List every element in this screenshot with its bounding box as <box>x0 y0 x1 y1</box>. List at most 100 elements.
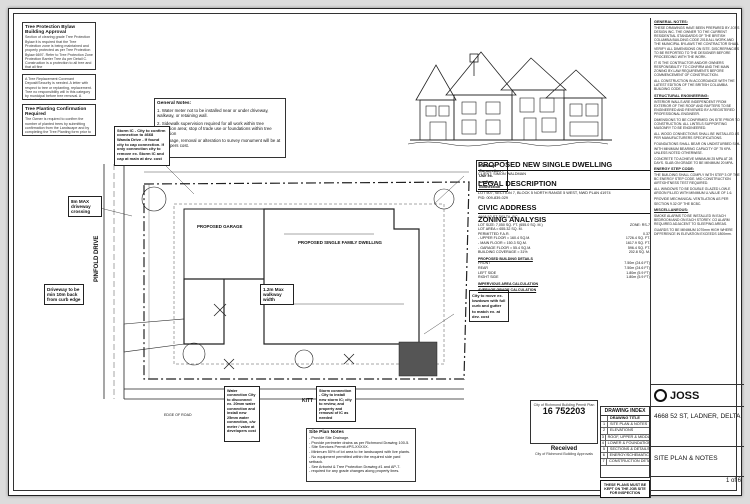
general-note-1: 1. Water meter not to be installed near … <box>157 108 269 119</box>
tree-replant-body: A Tree Replacement Covenant Deposit/Secu… <box>25 77 92 99</box>
stamp-header: City of Richmond Building Permit Plan <box>533 403 595 407</box>
pinfold-drive-label: PINFOLD DRIVE <box>94 235 100 282</box>
proposed-dwelling-label: PROPOSED SINGLE FAMILY DWELLING <box>298 240 382 245</box>
zoning-row-value: 1726.4 SQ. FT. <box>625 236 650 241</box>
site-note-line: - required for any grade changes along p… <box>309 469 400 474</box>
water-connection-callout: Water connection City to disconnect ex. … <box>224 386 260 442</box>
tree-protection-body: Section of clearing grade Tree Protectio… <box>25 35 93 70</box>
right-note-paragraph: DIMENSIONS TO BE CONFIRMED ON SITE PRIOR… <box>654 117 740 131</box>
right-note-paragraph: GUARDS TO BE MINIMUM 1070mm HIGH WHERE D… <box>654 228 733 237</box>
index-title: SITE PLAN & NOTES <box>610 422 648 427</box>
project-client: CLIENT: SIMON WALDMAN <box>478 172 526 176</box>
general-note-3: 3. Damage, removal or alteration to surv… <box>157 138 281 149</box>
permit-keep-note: THESE PLANS MUST BE KEPT ON THE JOB SITE… <box>600 480 650 498</box>
index-number: 3 <box>601 434 606 440</box>
impervious-area-title: IMPERVIOUS AREA CALCULATION <box>478 281 539 286</box>
index-title: LOWER & FOUNDATION FLOOR PLAN <box>607 440 649 445</box>
drawing-sheet: Tree Protection Bylaw Building Approval … <box>8 8 744 498</box>
building-row-value: 1.80m (5.9 FT) <box>626 270 650 275</box>
legal-description-title: LEGAL DESCRIPTION <box>478 179 650 191</box>
drawing-index-title: DRAWING INDEX <box>601 407 649 416</box>
sanitary-callout: Sanitary Connection - Use ex. sanitary c… <box>476 160 508 193</box>
house-elevation-drawing <box>407 51 612 147</box>
storm-ic-callout: Storm IC - City to confirm connection to… <box>114 126 170 166</box>
logo-circle-icon <box>654 389 667 402</box>
right-note-paragraph: SMOKE ALARMS TO BE INSTALLED IN EACH BED… <box>654 213 730 226</box>
index-title: ELEVATIONS <box>610 428 634 433</box>
general-notes-box: General Notes: 1. Water meter not to be … <box>154 98 286 158</box>
edge-of-road-label: EDGE OF ROAD <box>164 413 192 417</box>
legal-description-body: LOT 507, SECTION 7, BLOCK 5 NORTH RANGE … <box>478 191 611 196</box>
right-note-paragraph: INTERIOR WALLS ARE INDEPENDENT FROM EXTE… <box>654 99 735 116</box>
site-note-line: - See Arborist & Tree Protection Drawing… <box>309 464 401 469</box>
right-note-paragraph: ALL CONSTRUCTION IN ACCORDANCE WITH THE … <box>654 79 735 92</box>
sheet-number: 1 of 6 <box>725 478 741 484</box>
building-row-key: FRONT <box>478 261 491 266</box>
right-notes-column: GENERAL NOTES: THESE DRAWINGS HAVE BEEN … <box>650 18 744 384</box>
zoning-row-key: BUILDING COVERAGE = 31% <box>478 250 528 255</box>
site-note-line: - Site Services Permit #PS-XXXXX. <box>309 445 369 450</box>
zoning-row-value: 0.37 <box>643 231 650 236</box>
stamp-number: 16 752203 <box>542 406 586 417</box>
right-note-paragraph: IT IS THE CONTRACTOR AND/OR OWNERS RESPO… <box>654 60 730 78</box>
site-plan-drawing <box>91 163 470 400</box>
kitt-label: KITT <box>302 398 314 404</box>
building-row-value: 7.50m (24.6 FT) <box>624 261 650 266</box>
zoning-code: ZONE: RS-7 <box>629 222 650 227</box>
misc-notes-heading: MISCELLANEOUS: <box>654 207 689 212</box>
structural-notes-heading: STRUCTURAL ENGINEERING: <box>654 93 709 98</box>
project-info-block: PROPOSED NEW SINGLE DWELLING CLIENT: SIM… <box>478 160 650 223</box>
general-note-2: 2. Sidewalk supervision required for all… <box>157 120 272 136</box>
zoning-row-key: - MAIN FLOOR = 150.3 SQ.M. <box>478 240 527 245</box>
project-title: PROPOSED NEW SINGLE DWELLING <box>478 160 650 171</box>
zoning-row-value: 596.4 SQ. FT. <box>627 245 650 250</box>
zoning-row-key: - GARAGE FLOOR = 55.4 SQ.M. <box>478 245 532 250</box>
title-block: JOSS 4668 52 ST, LADNER, DELTA SITE PLAN… <box>650 384 744 498</box>
right-note-paragraph: FOUNDATIONS SHALL BEAR ON UNDISTURBED SO… <box>654 142 741 155</box>
tree-planting-title: Tree Planting Confirmation Required <box>25 107 87 118</box>
right-note-paragraph: ALL WOOD CONNECTIONS SHALL BE INSTALLED … <box>654 132 740 141</box>
index-header-label: DRAWING TITLE <box>610 416 640 420</box>
right-note-paragraph: THE BUILDING SHALL COMPLY WITH STEP 3 OF… <box>654 173 740 186</box>
right-note-paragraph: THESE DRAWINGS HAVE BEEN PREPARED BY JOS… <box>654 26 740 59</box>
driveway-flare-callout: Driveway to be min 10m back from curb ed… <box>44 284 84 306</box>
index-number: 5 <box>601 447 608 453</box>
project-address: 4668 52 ST, LADNER, DELTA <box>651 407 744 447</box>
index-title: CONSTRUCTION DETAILS <box>609 459 649 464</box>
civic-address-title: CIVIC ADDRESS <box>478 203 650 215</box>
sheet-title: SITE PLAN & NOTES <box>651 447 744 477</box>
received-stamp: Received City of Richmond Building Appro… <box>530 446 598 456</box>
site-note-line: - Provide perimeter drains as per Richmo… <box>309 440 410 445</box>
drawing-index-header: DRAWING TITLE <box>601 416 649 423</box>
site-note-line: - Provide Site Drainage. <box>309 435 350 440</box>
zoning-row-key: - UPPER FLOOR = 160.4 SQ.M. <box>478 236 531 241</box>
tree-planting-note: Tree Planting Confirmation Required The … <box>22 104 96 136</box>
average-grade-title: AVERAGE GRADE CALCULATION <box>478 288 537 293</box>
site-note-line: - No equipment permitted within the requ… <box>309 454 401 464</box>
general-notes-heading: GENERAL NOTES: <box>654 20 688 24</box>
index-number: 6 <box>601 453 608 459</box>
general-notes-title: General Notes: <box>157 101 192 106</box>
right-note-paragraph: ALL WINDOWS TO BE DOUBLE GLAZED LOW-E AR… <box>654 187 733 196</box>
right-note-paragraph: CONCRETE TO ACHIEVE MINIMUM 25 MPA AT 28… <box>654 156 734 165</box>
city-relocate-callout: City to move ex. lowdown with full curb … <box>469 290 509 323</box>
zoning-analysis-title: ZONING ANALYSIS <box>478 215 547 224</box>
zoning-row-key: PERMITTED F.A.R. <box>478 231 510 236</box>
storm-connection-callout: Storm connection - City to install new s… <box>316 386 356 422</box>
right-note-paragraph: PROVIDE MECHANICAL VENTILATION AS PER SE… <box>654 197 729 206</box>
building-row-key: RIGHT SIDE <box>478 275 499 280</box>
proposed-garage-label: PROPOSED GARAGE <box>197 224 243 229</box>
building-row-key: REAR <box>478 265 488 270</box>
site-plan-notes-box: Site Plan Notes - Provide Site Drainage.… <box>306 428 416 482</box>
max-walkway-callout: 1.2m Max walkway width <box>260 284 294 306</box>
index-title: SECTIONS & DETAILS <box>609 447 649 452</box>
company-logo: JOSS <box>651 385 744 407</box>
lot-area: LOT AREA = 655.32 SQ. M. <box>478 227 523 232</box>
site-note-line: - Minimum 50% of lot area to be landscap… <box>309 450 411 455</box>
